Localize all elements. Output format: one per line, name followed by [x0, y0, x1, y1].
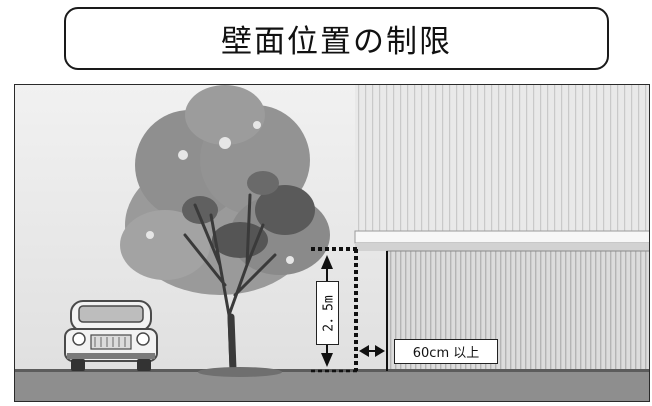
car-icon — [64, 300, 158, 371]
setback-dimension-label: 60cm 以上 — [394, 339, 498, 364]
scene-illustration — [15, 85, 649, 401]
dimension-frame — [311, 247, 388, 373]
arrow-left-right-icon — [359, 345, 385, 357]
height-dimension-text: 2．5m — [322, 294, 338, 332]
page-title: 壁面位置の制限 — [221, 24, 452, 60]
title-box: 壁面位置の制限 — [64, 7, 609, 70]
street-scene: 2．5m 60cm 以上 — [14, 84, 650, 402]
height-dimension-label: 2．5m — [316, 281, 339, 345]
arrow-down-icon — [321, 353, 333, 367]
building-icon — [354, 85, 649, 372]
tree-icon — [120, 85, 330, 377]
arrow-up-icon — [321, 255, 333, 269]
